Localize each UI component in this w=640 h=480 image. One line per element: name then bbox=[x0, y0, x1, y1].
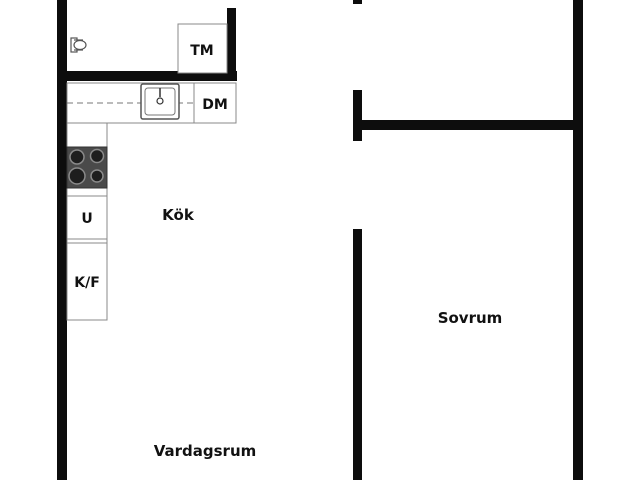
room-label-bedroom: Sovrum bbox=[438, 309, 503, 327]
oven-box bbox=[66, 195, 108, 240]
stove-icon bbox=[66, 146, 108, 189]
dishwasher-box bbox=[193, 82, 237, 124]
wall-partition-lower bbox=[353, 229, 362, 480]
wall-partition-jamb bbox=[353, 90, 362, 141]
fridge-freezer-box bbox=[66, 242, 108, 321]
wall-bedroom-top bbox=[353, 120, 583, 130]
wall-right-exterior bbox=[573, 0, 583, 480]
room-label-living-room: Vardagsrum bbox=[154, 442, 257, 460]
walls bbox=[57, 0, 583, 480]
wall-left-exterior bbox=[57, 0, 67, 480]
wall-bathroom-right bbox=[227, 8, 236, 81]
washing-machine-label: TM bbox=[190, 43, 213, 59]
sink-icon bbox=[140, 83, 180, 120]
room-label-kitchen: Kök bbox=[162, 206, 195, 224]
kitchen-fixtures: DM U K/F bbox=[66, 82, 237, 321]
fridge-freezer-label: K/F bbox=[74, 275, 100, 291]
room-labels: Kök Vardagsrum Sovrum bbox=[154, 206, 503, 460]
oven-label: U bbox=[81, 211, 92, 227]
wall-partition-upper-stub bbox=[353, 0, 362, 4]
dishwasher-label: DM bbox=[202, 97, 228, 113]
wall-bathroom-bottom bbox=[57, 71, 237, 81]
bathroom: TM bbox=[70, 23, 228, 74]
washing-machine-box bbox=[177, 23, 228, 74]
toilet-icon bbox=[70, 37, 87, 53]
